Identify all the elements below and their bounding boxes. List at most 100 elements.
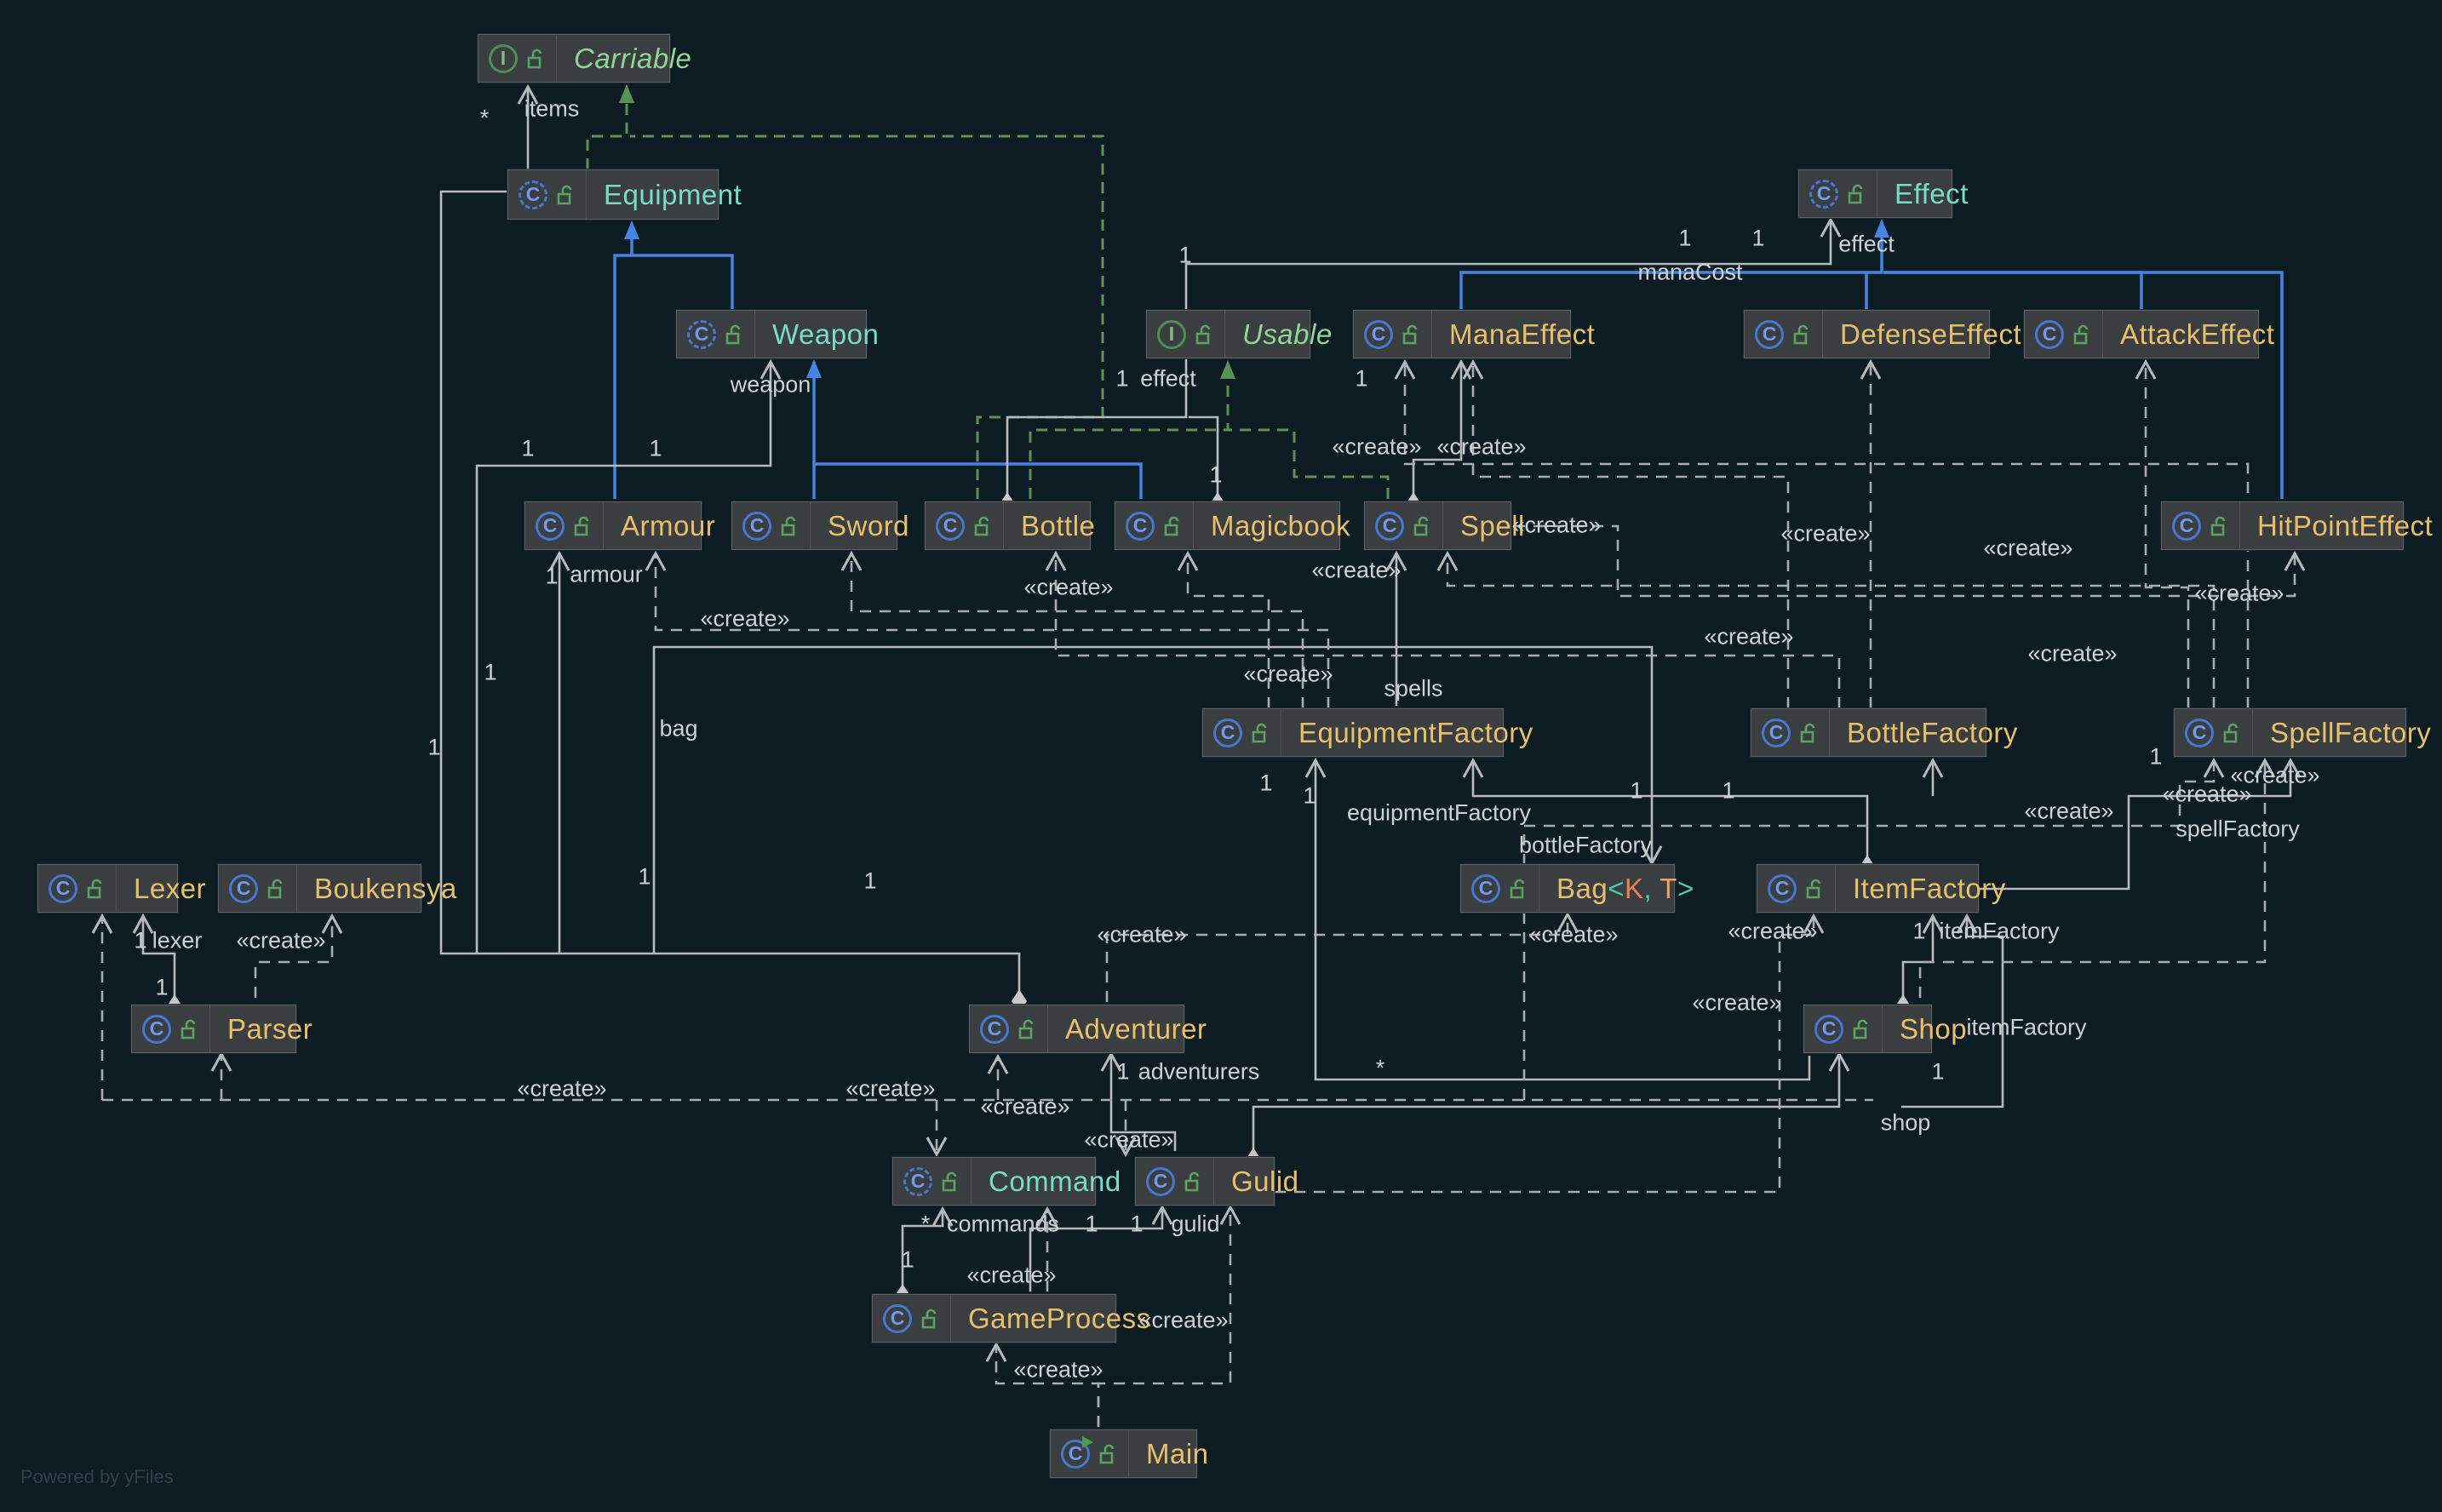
edge-attackeffect-extends-effect bbox=[1883, 271, 2143, 310]
unlock-icon bbox=[2210, 516, 2226, 536]
edge-adventurer-create-bag bbox=[1105, 911, 1579, 1002]
edge-bottlefactory-create-bottle bbox=[1045, 550, 1841, 708]
abstract-class-icon: C bbox=[687, 319, 716, 349]
edge-label: 1 bbox=[1115, 365, 1129, 392]
unlock-icon bbox=[2073, 324, 2089, 344]
edge-label: «create» bbox=[1528, 921, 1619, 948]
edge-gulid-itemfactory-right bbox=[1901, 913, 2004, 1108]
abstract-class-icon: C bbox=[1809, 179, 1838, 209]
class-icon: C bbox=[1471, 873, 1500, 903]
edge-label: gulid bbox=[1171, 1211, 1220, 1237]
edge-label: «create» bbox=[966, 1262, 1057, 1288]
class-name: Bag<K, T> bbox=[1539, 873, 1711, 905]
class-icons: C bbox=[508, 170, 587, 219]
class-box-hitpointeffect[interactable]: C HitPointEffect bbox=[2161, 501, 2433, 550]
class-icons: C bbox=[1751, 709, 1830, 756]
edge-label: «create» bbox=[1332, 433, 1422, 460]
class-box-weapon[interactable]: C Weapon bbox=[676, 310, 879, 358]
class-icon: C bbox=[1061, 1439, 1090, 1469]
edge-label: armour bbox=[570, 561, 643, 587]
edge-label: 1 bbox=[638, 863, 651, 890]
class-icons: C bbox=[1365, 502, 1443, 549]
edge-gulid-shop bbox=[1246, 1051, 1850, 1171]
edge-label: shop bbox=[1880, 1109, 1931, 1136]
class-icon: C bbox=[1762, 718, 1791, 747]
class-name: Parser bbox=[227, 1012, 313, 1045]
class-icons: C bbox=[1757, 865, 1836, 912]
class-name: SpellFactory bbox=[2270, 716, 2432, 748]
edge-hitpointeffect-extends-effect bbox=[1885, 271, 2284, 499]
class-box-equipment[interactable]: C Equipment bbox=[507, 169, 742, 220]
edge-armour-extends-equipment bbox=[613, 220, 639, 499]
edge-spell-manacost-manaeffect bbox=[1406, 358, 1472, 516]
class-icon: C bbox=[1213, 718, 1242, 747]
class-icons: C bbox=[677, 311, 755, 358]
edge-label: 1 bbox=[545, 563, 559, 589]
edge-label: bag bbox=[659, 715, 698, 742]
edge-label: 1 bbox=[1303, 782, 1316, 809]
generic-name-part: Bag bbox=[1556, 872, 1608, 904]
unlock-icon bbox=[725, 324, 741, 344]
edge-spellfactory-create-manaeffect bbox=[1394, 358, 2250, 708]
class-box-spell[interactable]: C Spell bbox=[1364, 501, 1524, 550]
class-name: Main bbox=[1146, 1437, 1209, 1469]
edge-label: «create» bbox=[846, 1075, 936, 1102]
class-name: Spell bbox=[1460, 509, 1525, 541]
class-icons: C bbox=[1461, 865, 1539, 912]
edge-label: 1 bbox=[1355, 365, 1368, 392]
class-icons: C bbox=[2162, 502, 2240, 549]
class-name: Equipment bbox=[604, 178, 742, 210]
edge-equipmentfactory-create-armour bbox=[645, 550, 1330, 708]
edge-gulid-create-itemfactory bbox=[1275, 913, 1825, 1194]
edge-itemfactory-spellfactory bbox=[1978, 757, 2302, 891]
edge-label: 1 bbox=[521, 435, 535, 461]
edge-label: * bbox=[479, 105, 490, 131]
edge-label: * bbox=[920, 1211, 931, 1237]
class-icon: C bbox=[1755, 319, 1784, 349]
unlock-icon bbox=[1800, 723, 1815, 742]
edge-label: «create» bbox=[700, 605, 790, 632]
class-box-main[interactable]: C Main bbox=[1050, 1429, 1208, 1478]
class-icons: C bbox=[1799, 170, 1877, 217]
class-name: Gulid bbox=[1231, 1165, 1299, 1197]
class-name: Weapon bbox=[772, 318, 880, 350]
unlock-icon bbox=[527, 49, 542, 68]
edge-label: «create» bbox=[2162, 781, 2252, 807]
class-name: Carriable bbox=[574, 42, 692, 74]
generic-name-part: < bbox=[1608, 872, 1625, 904]
class-icon: C bbox=[536, 511, 565, 541]
edge-label: itemFactory bbox=[1939, 918, 2060, 944]
generic-name-part: > bbox=[1677, 872, 1694, 904]
class-name: Usable bbox=[1242, 318, 1333, 350]
edge-label: effect bbox=[1140, 365, 1196, 392]
unlock-icon bbox=[942, 1171, 957, 1191]
edge-label: 1 bbox=[1209, 461, 1223, 488]
edge-adventurer-weapon bbox=[475, 358, 782, 954]
edge-equipmentfactory-create-sword bbox=[840, 550, 1304, 708]
edge-gulid-adventurers bbox=[1100, 1051, 1177, 1151]
class-name: HitPointEffect bbox=[2257, 509, 2433, 541]
